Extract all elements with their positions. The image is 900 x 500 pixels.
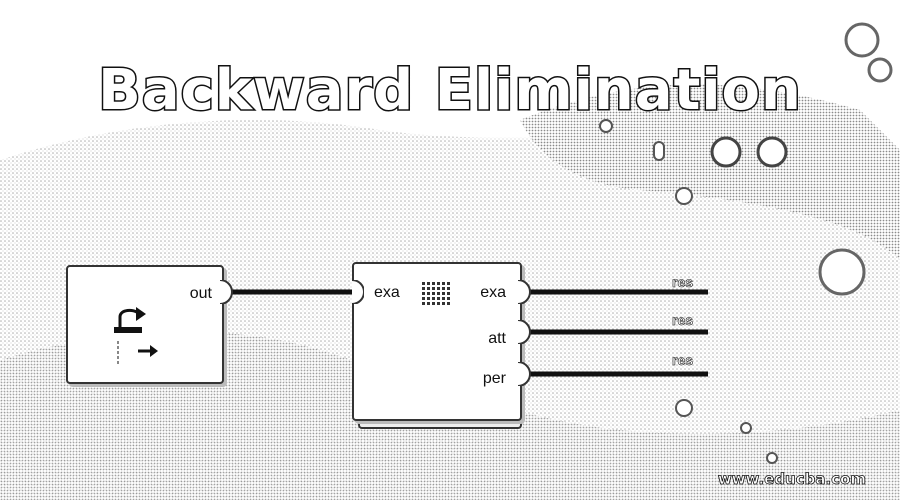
- att-output-port[interactable]: [518, 320, 538, 344]
- grid-icon: [422, 282, 450, 305]
- per-output-port[interactable]: [518, 362, 538, 386]
- result-tag-2: res: [672, 312, 694, 329]
- per-output-label: per: [482, 370, 506, 387]
- page-title: Backward Elimination: [97, 57, 803, 125]
- exa-output-label: exa: [480, 284, 506, 301]
- out-port-label: out: [189, 285, 212, 302]
- backward-elimination-operator[interactable]: exa exa att per: [352, 262, 522, 421]
- exa-output-port[interactable]: [518, 280, 538, 304]
- out-port[interactable]: [220, 280, 240, 304]
- result-tag-3: res: [672, 352, 694, 369]
- att-output-label: att: [488, 330, 506, 347]
- result-tag-1: res: [672, 274, 694, 291]
- watermark: www.educba.com: [717, 470, 866, 489]
- retrieve-icon: [114, 307, 158, 365]
- exa-input-port[interactable]: [346, 280, 364, 304]
- retrieve-operator[interactable]: out: [66, 265, 224, 384]
- exa-input-label: exa: [374, 284, 400, 301]
